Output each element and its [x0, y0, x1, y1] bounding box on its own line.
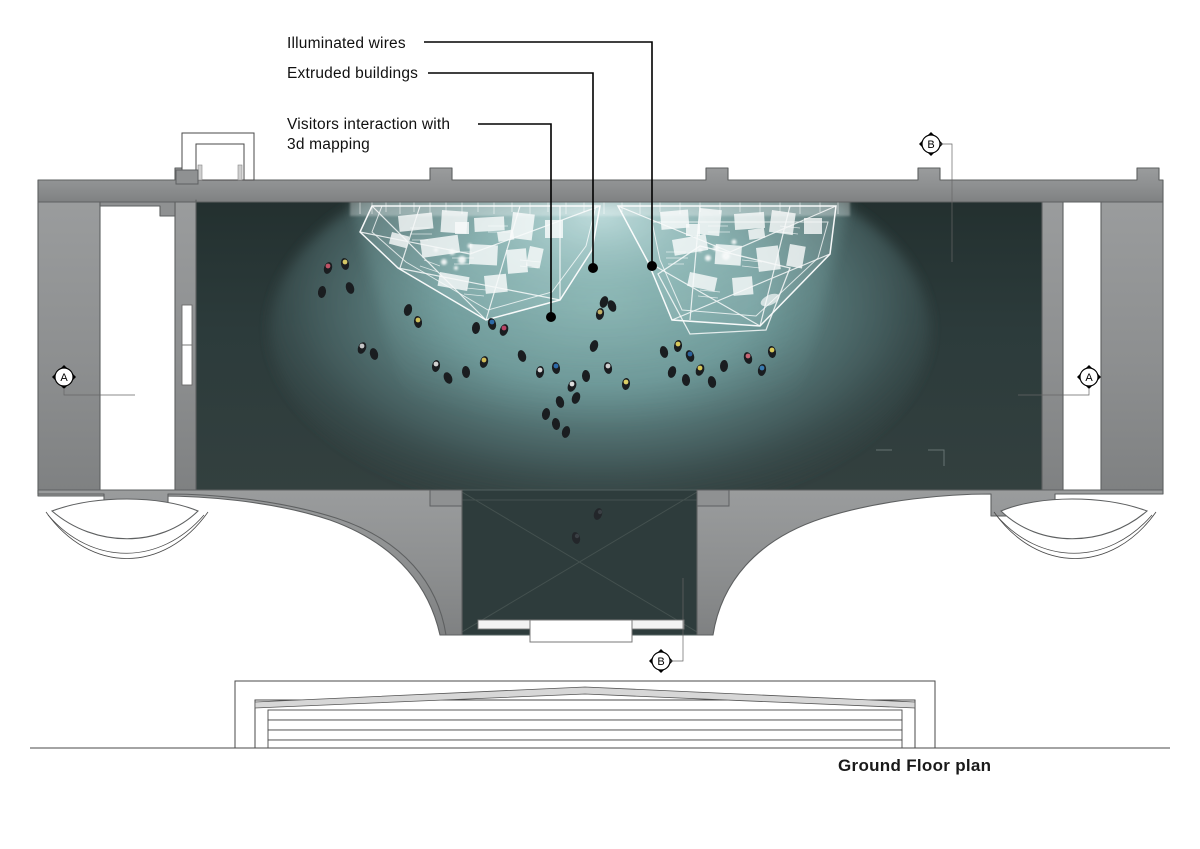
- annotation-leaders: [424, 41, 657, 322]
- projection-ceiling-band: [350, 200, 850, 216]
- interior-corner-ticks: [876, 449, 945, 466]
- leader-illuminated-wires: [424, 41, 657, 271]
- section-marker-b-top[interactable]: B: [919, 132, 953, 262]
- section-marker-b-bottom[interactable]: B: [649, 578, 684, 673]
- entrance-vestibule: [461, 489, 698, 636]
- leader-dot-visitors-interaction: [546, 312, 556, 322]
- top-left-doorway: [175, 132, 255, 185]
- annotation-labels: Illuminated wires Extruded buildings Vis…: [287, 35, 450, 153]
- groin-vault-lines: [462, 491, 697, 633]
- section-marker-a-left[interactable]: A: [52, 365, 135, 396]
- wall-notches: [429, 489, 730, 507]
- marker-letter-a-right: A: [1085, 372, 1093, 384]
- vestibule-door-openings: [477, 619, 685, 643]
- leader-visitors-interaction: [478, 123, 556, 322]
- marker-letter-a-left: A: [60, 372, 68, 384]
- label-visitors-interaction-line1: Visitors interaction with: [287, 116, 450, 133]
- vault-arches: [50, 498, 1149, 540]
- marker-letter-b-top: B: [927, 139, 934, 151]
- leader-dot-illuminated-wires: [647, 261, 657, 271]
- label-visitors-interaction-line2: 3d mapping: [287, 136, 370, 153]
- leader-dot-extruded-buildings: [588, 263, 598, 273]
- hall-interior: [195, 199, 1043, 491]
- vault-arc-outlines: [45, 511, 1157, 559]
- section-marker-a-right[interactable]: A: [1018, 365, 1101, 396]
- section-markers: A A B B: [52, 132, 1101, 673]
- marker-letter-b-bottom: B: [657, 656, 664, 668]
- left-wall-window: [181, 304, 193, 386]
- visitors-group: [317, 258, 777, 438]
- label-extruded-buildings: Extruded buildings: [287, 65, 418, 82]
- page-title: Ground Floor plan: [838, 756, 991, 775]
- leader-extruded-buildings: [428, 72, 598, 273]
- city-projection-left: [359, 205, 601, 321]
- entrance-stairs: [30, 680, 1170, 749]
- label-illuminated-wires: Illuminated wires: [287, 35, 406, 52]
